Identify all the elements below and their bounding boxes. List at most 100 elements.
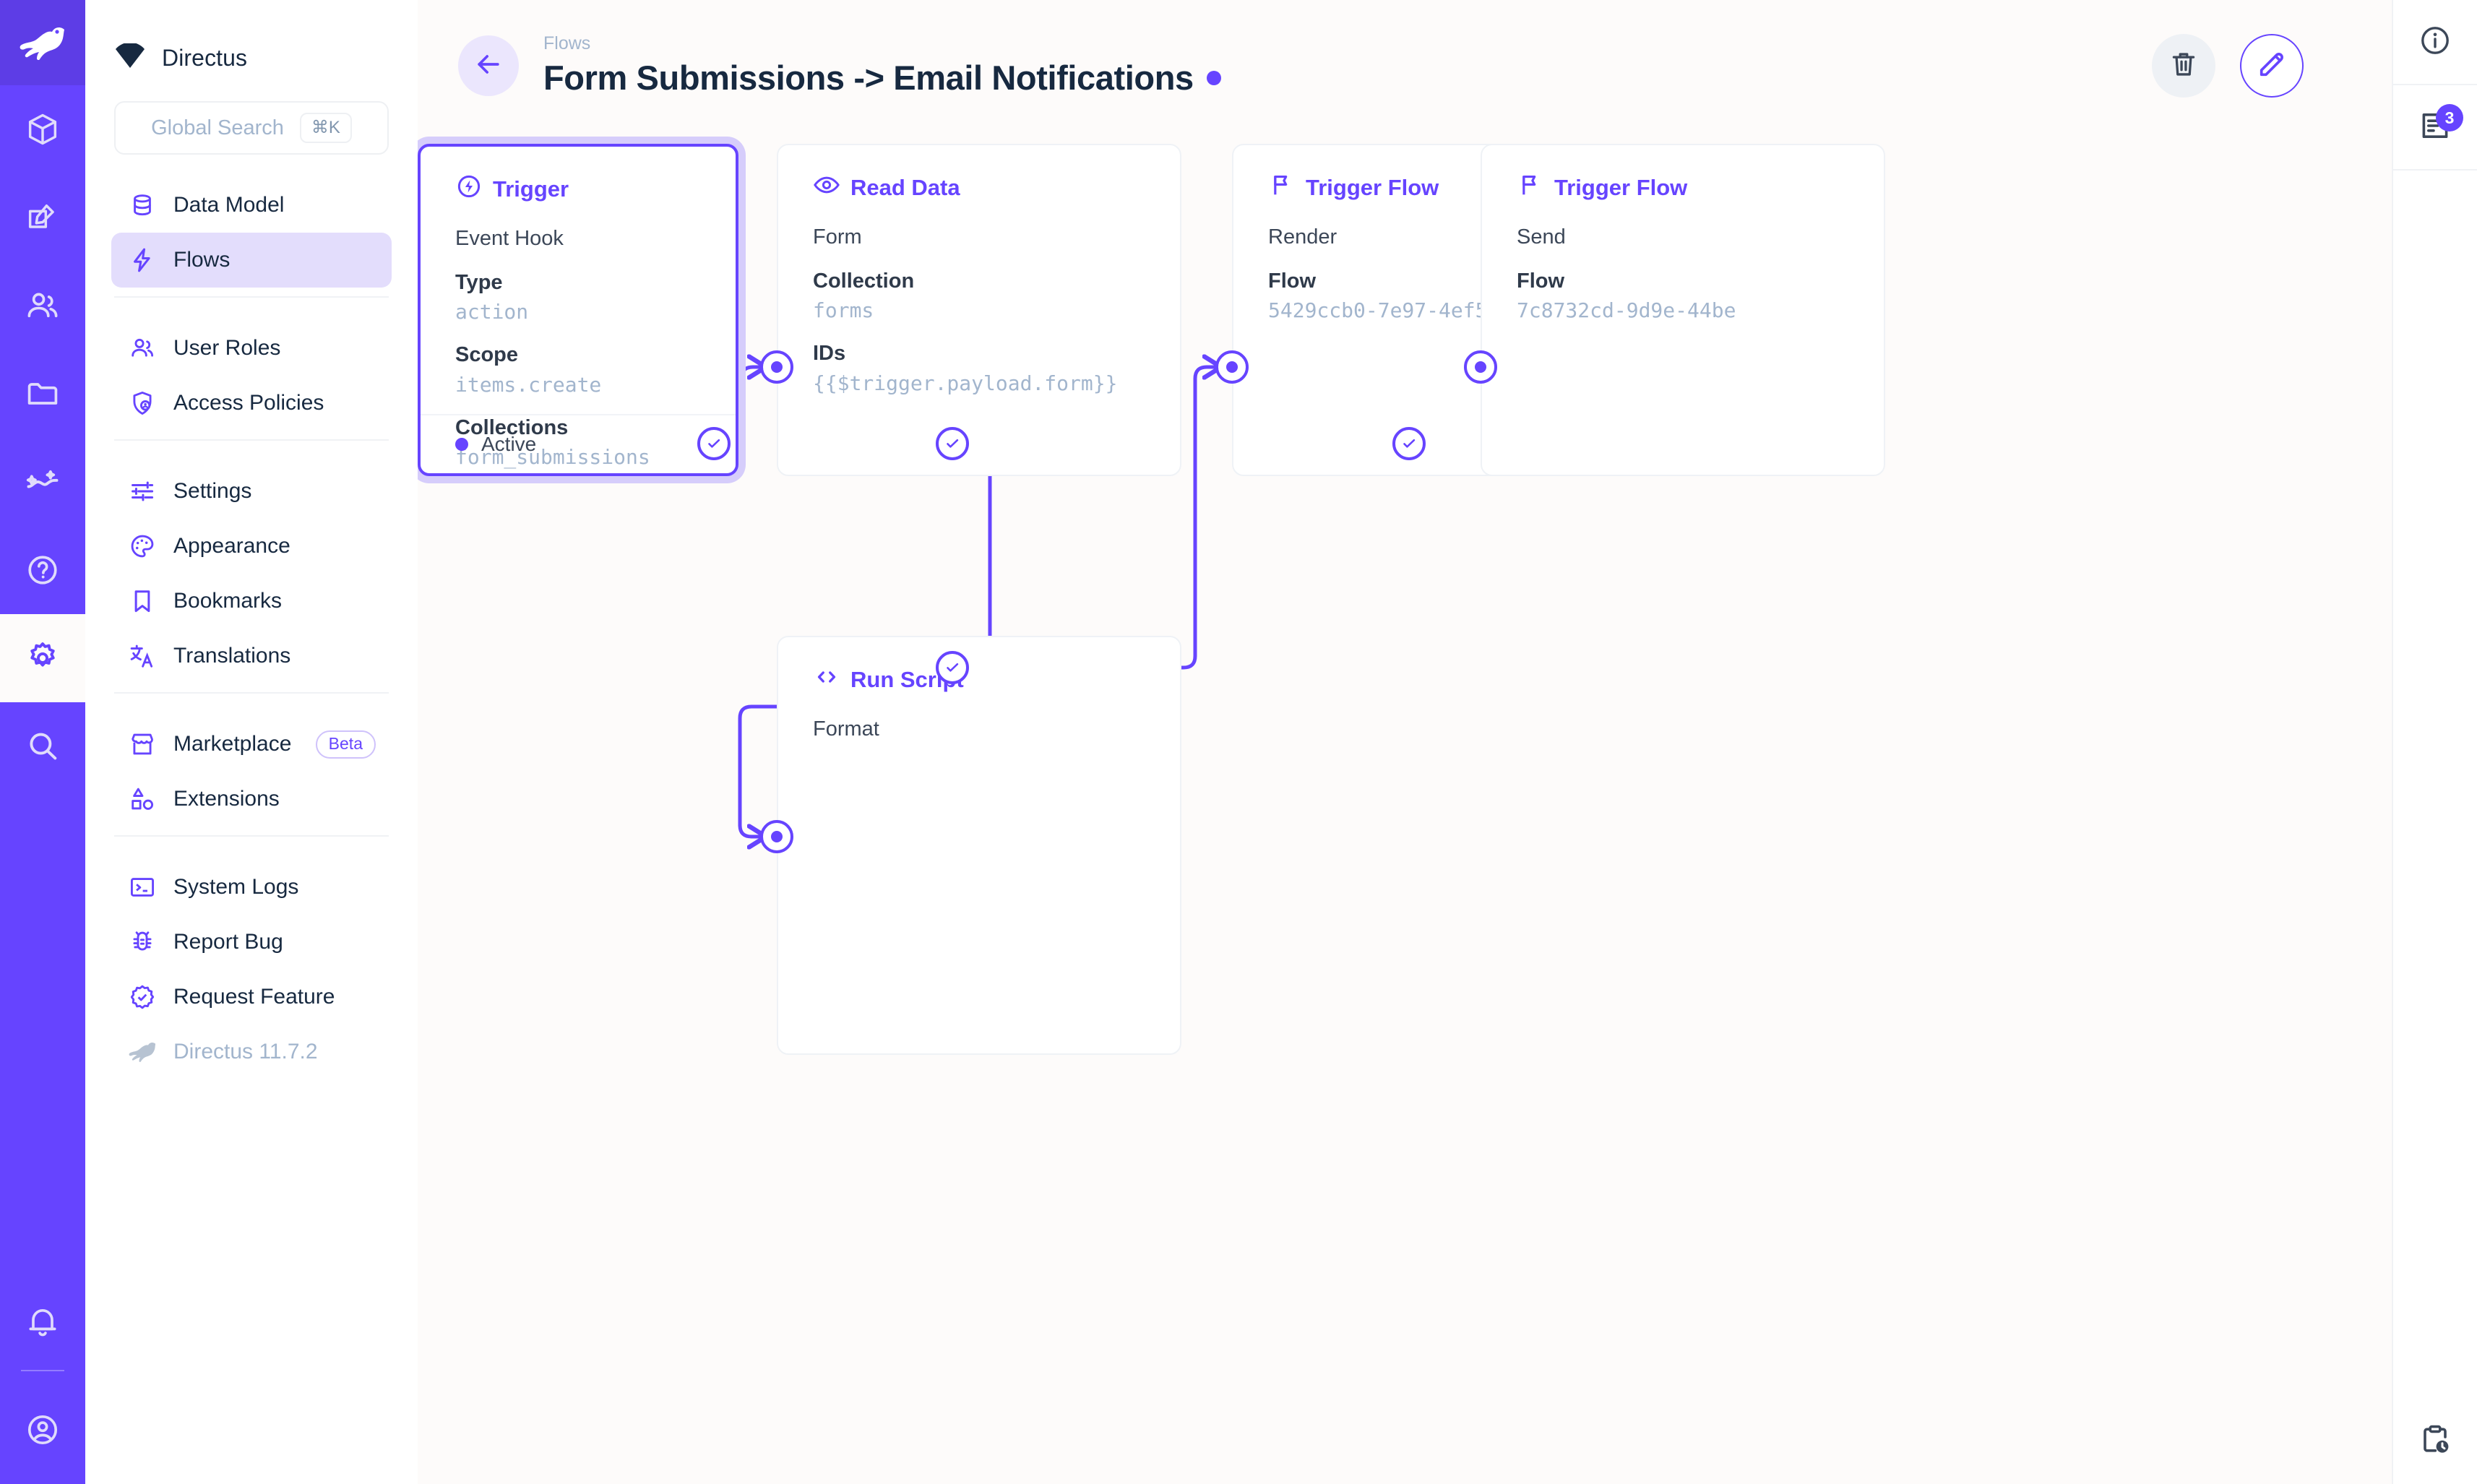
- node-subtitle: Send: [1517, 225, 1566, 249]
- sidebar-item-system-logs[interactable]: System Logs: [111, 860, 392, 915]
- bolt-circle-icon: [455, 173, 483, 206]
- shapes-icon: [127, 784, 158, 814]
- sidebar-item-label: User Roles: [173, 336, 281, 360]
- nav-group-support: System Logs Report Bug Request Feature: [85, 860, 418, 1079]
- edit-flow-button[interactable]: [2240, 34, 2304, 98]
- module-item-files[interactable]: [0, 350, 85, 438]
- node-port-resolve-trigger[interactable]: [697, 427, 731, 460]
- module-item-users[interactable]: [0, 262, 85, 350]
- shield-user-icon: [127, 388, 158, 418]
- flow-node-read-data[interactable]: Read Data Form Collection forms IDs {{$t…: [777, 144, 1181, 476]
- sidebar-item-label: Report Bug: [173, 930, 283, 954]
- sidebar-item-translations[interactable]: Translations: [111, 629, 392, 683]
- sidebar-item-label: System Logs: [173, 875, 299, 899]
- nav-group-extend: Marketplace Beta Extensions: [85, 717, 418, 827]
- info-circle-icon: [2418, 23, 2452, 61]
- notifications-button[interactable]: [0, 1277, 85, 1366]
- back-button[interactable]: [458, 35, 519, 96]
- node-port-input-read-data[interactable]: [760, 350, 793, 384]
- flow-node-trigger[interactable]: Trigger Event Hook Type action Scope ite…: [418, 144, 738, 476]
- sidebar-item-report-bug[interactable]: Report Bug: [111, 915, 392, 970]
- search-placeholder: Global Search: [151, 116, 284, 139]
- flow-node-run-script[interactable]: Run Script Format: [777, 636, 1181, 1055]
- bookmark-icon: [127, 586, 158, 616]
- module-item-content[interactable]: [0, 85, 85, 173]
- directus-rabbit-logo-icon[interactable]: [0, 0, 85, 85]
- code-brackets-icon: [813, 663, 840, 696]
- node-field-key: Flow: [1268, 269, 1317, 293]
- flag-icon: [1268, 171, 1296, 204]
- status-badge: [1206, 70, 1221, 85]
- module-bar-divider: [21, 1370, 64, 1371]
- module-bar: [0, 0, 85, 1484]
- sidebar-item-label: Access Policies: [173, 391, 324, 415]
- node-port-input-run-script[interactable]: [760, 820, 793, 853]
- logs-sidebar-button[interactable]: 3: [2392, 85, 2477, 171]
- node-field-key: IDs: [813, 342, 846, 366]
- sidebar-item-label: Directus 11.7.2: [173, 1040, 318, 1064]
- info-sidebar-button[interactable]: [2392, 0, 2477, 85]
- module-item-editor[interactable]: [0, 173, 85, 262]
- page-header: Flows Form Submissions -> Email Notifica…: [418, 0, 2392, 131]
- node-port-resolve-trigger-flow-render[interactable]: [1392, 427, 1426, 460]
- sidebar-item-settings[interactable]: Settings: [111, 464, 392, 519]
- sidebar-item-label: Request Feature: [173, 985, 335, 1009]
- node-body: Event Hook Type action Scope items.creat…: [421, 206, 736, 473]
- sidebar-item-flows[interactable]: Flows: [111, 233, 392, 288]
- activity-button[interactable]: [2392, 1399, 2477, 1484]
- node-title-label: Read Data: [850, 175, 960, 200]
- node-title-label: Trigger Flow: [1306, 175, 1439, 200]
- flow-node-trigger-flow-send[interactable]: Trigger Flow Send Flow 7c8732cd-9d9e-44b…: [1481, 144, 1885, 476]
- sidebar-item-request-feature[interactable]: Request Feature: [111, 970, 392, 1024]
- node-subtitle: Render: [1268, 225, 1337, 249]
- sidebar-item-version: Directus 11.7.2: [111, 1024, 392, 1079]
- node-title: Trigger Flow: [1482, 145, 1884, 204]
- node-body: Format: [778, 696, 1180, 746]
- nav-divider: [114, 439, 389, 441]
- port-dot-icon: [771, 361, 783, 373]
- arrow-left-icon: [473, 48, 504, 84]
- breadcrumb[interactable]: Flows: [543, 33, 591, 53]
- sidebar-item-data-model[interactable]: Data Model: [111, 178, 392, 233]
- trash-icon: [2168, 48, 2200, 84]
- sidebar-item-appearance[interactable]: Appearance: [111, 519, 392, 574]
- clipboard-clock-icon: [2418, 1423, 2452, 1461]
- sidebar-item-bookmarks[interactable]: Bookmarks: [111, 574, 392, 629]
- sliders-icon: [127, 476, 158, 506]
- navigation-sidebar: Directus Global Search ⌘K Data Model Flo…: [85, 0, 418, 1484]
- node-port-input-trigger-flow-send[interactable]: [1464, 350, 1497, 384]
- sidebar-item-label: Extensions: [173, 787, 280, 811]
- node-status-label: Active: [481, 433, 537, 455]
- search-input[interactable]: Global Search ⌘K: [114, 101, 389, 155]
- delete-flow-button[interactable]: [2152, 34, 2215, 98]
- sidebar-item-marketplace[interactable]: Marketplace Beta: [111, 717, 392, 772]
- module-item-docs[interactable]: [0, 526, 85, 614]
- module-item-search[interactable]: [0, 702, 85, 790]
- node-title: Trigger Flow: [1233, 145, 1635, 204]
- node-port-resolve-run-script[interactable]: [936, 651, 969, 684]
- right-sidebar: 3: [2392, 0, 2477, 1484]
- module-item-settings[interactable]: [0, 614, 85, 702]
- node-body: Render Flow 5429ccb0-7e97-4ef5-9d65-2b…: [1233, 204, 1635, 326]
- logs-count-badge: 3: [2436, 104, 2463, 131]
- badge-check-icon: [127, 982, 158, 1012]
- port-dot-icon: [771, 831, 783, 842]
- sidebar-item-access-policies[interactable]: Access Policies: [111, 376, 392, 431]
- sidebar-item-label: Translations: [173, 644, 291, 668]
- sidebar-item-extensions[interactable]: Extensions: [111, 772, 392, 827]
- node-port-resolve-read-data[interactable]: [936, 427, 969, 460]
- node-field-key: Flow: [1517, 269, 1565, 293]
- module-item-insights[interactable]: [0, 438, 85, 526]
- account-button[interactable]: [0, 1376, 85, 1484]
- palette-icon: [127, 531, 158, 561]
- node-title: Read Data: [778, 145, 1180, 204]
- sidebar-item-user-roles[interactable]: User Roles: [111, 321, 392, 376]
- nav-group-access: User Roles Access Policies: [85, 321, 418, 431]
- node-subtitle: Form: [813, 225, 862, 249]
- active-dot-icon: [455, 438, 468, 451]
- flow-canvas[interactable]: Trigger Event Hook Type action Scope ite…: [418, 131, 2392, 1484]
- node-port-input-trigger-flow-render[interactable]: [1215, 350, 1249, 384]
- node-field-value: {{$trigger.payload.form}}: [813, 371, 1118, 395]
- nav-divider: [114, 692, 389, 694]
- nav-divider: [114, 296, 389, 298]
